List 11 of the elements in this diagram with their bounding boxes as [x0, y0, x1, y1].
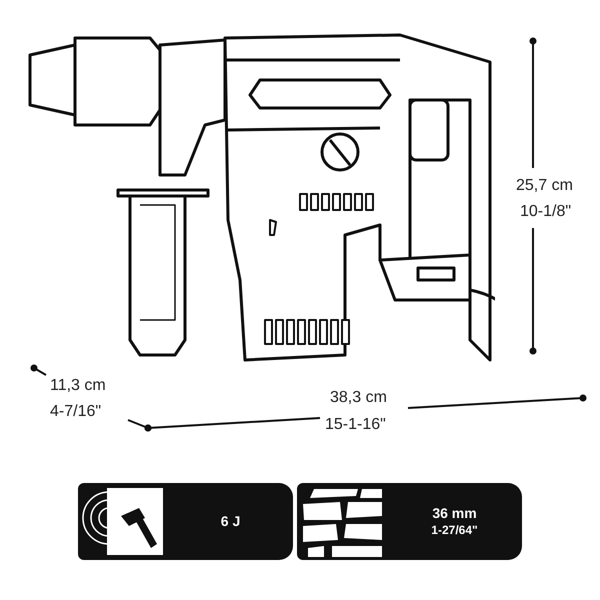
spec-value: 1-27/64" — [431, 522, 478, 538]
spec-value: 36 mm — [432, 505, 477, 523]
spec-badge — [297, 483, 522, 560]
dimension-label: 11,3 cm — [50, 376, 106, 396]
dimension-label: 4-7/16" — [50, 402, 102, 422]
dimension-label: 38,3 cm — [330, 388, 387, 408]
dimension-label: 10-1/8" — [520, 202, 572, 222]
dimension-label: 15-1-16" — [325, 415, 386, 435]
spec-value: 6 J — [220, 512, 240, 530]
spec-badge — [78, 483, 293, 560]
dimension-label: 25,7 cm — [516, 176, 573, 196]
